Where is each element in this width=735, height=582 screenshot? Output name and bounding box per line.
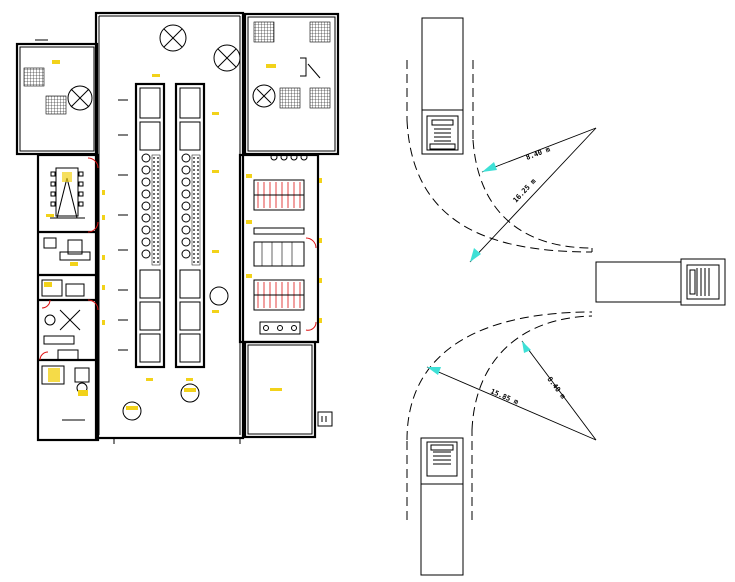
central-hall (94, 11, 245, 440)
dimension-arrows (426, 127, 597, 441)
truck-right (595, 258, 726, 306)
dimension-label-3: 8.40 m (545, 375, 567, 400)
shelving-middle (253, 227, 305, 267)
floor-plan (15, 11, 340, 444)
truck-top (421, 17, 464, 155)
production-line-left (134, 82, 166, 369)
dimension-label-1: 8.40 m (525, 145, 551, 162)
shelving-upper (253, 179, 305, 211)
production-line-right (174, 82, 206, 369)
truck-turning-diagram: 8.40 m 16.25 m 8.40 m 15.85 m (406, 17, 726, 576)
truck-bottom (420, 437, 464, 576)
swept-paths (406, 60, 593, 520)
dimension-label-4: 15.85 m (489, 387, 519, 406)
dimension-label-2: 16.25 m (512, 177, 538, 204)
shelving-lower (253, 279, 305, 311)
